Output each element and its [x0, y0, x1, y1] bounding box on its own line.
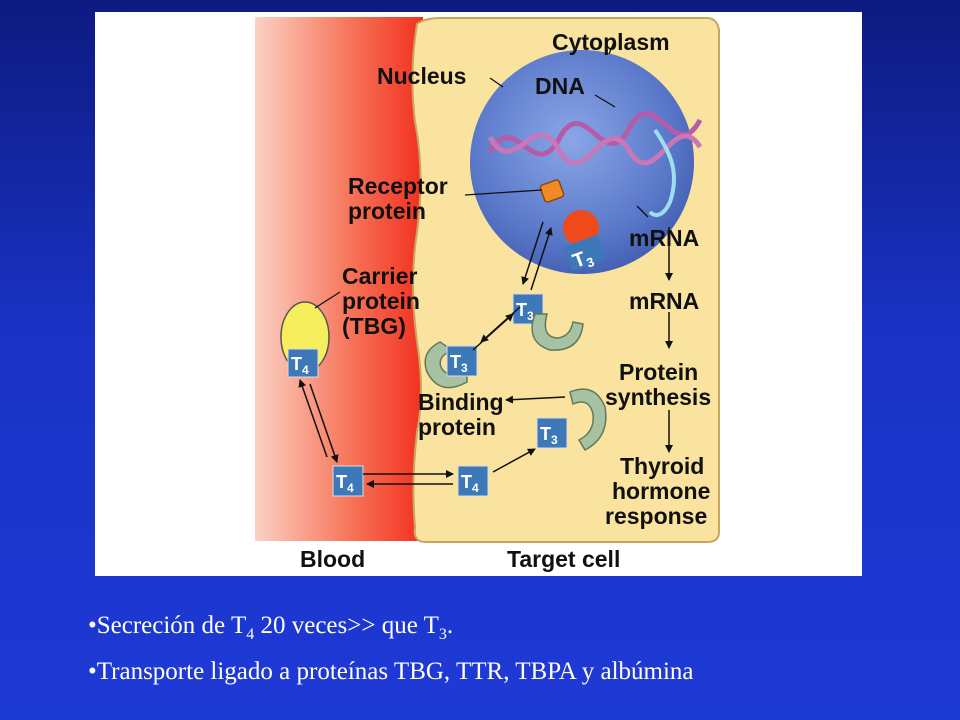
- svg-text:T3: T3: [516, 300, 534, 323]
- blood-region: [255, 17, 423, 541]
- bullet-secretion: •Secreción de T4 20 veces>> que T3.: [88, 612, 454, 643]
- label-mrna-nucleus: mRNA: [629, 225, 699, 251]
- bullet-list: •Secreción de T4 20 veces>> que T3. •Tra…: [88, 612, 928, 700]
- label-target-cell: Target cell: [507, 546, 620, 572]
- binding-protein-lower: [569, 388, 607, 451]
- svg-text:T3: T3: [540, 424, 558, 447]
- label-cytoplasm: Cytoplasm: [552, 29, 670, 55]
- label-blood: Blood: [300, 546, 365, 572]
- t4-carrier-box: [287, 348, 319, 378]
- t3-binding-left-box: [446, 345, 478, 377]
- t3-nucleus-box: T3: [563, 234, 607, 273]
- receptor-protein: [539, 179, 565, 203]
- arrows: [298, 221, 673, 488]
- t3-bound-orange: [563, 210, 599, 246]
- t4-blood-box: [332, 465, 364, 497]
- binding-protein-empty: [531, 313, 584, 351]
- label-mrna-cytoplasm: mRNA: [629, 288, 699, 314]
- thyroid-hormone-diagram: T3 T4 T4 T4 T3 T3 T3: [95, 12, 862, 576]
- t3-binding-lower-box: [536, 417, 568, 449]
- svg-text:T4: T4: [461, 472, 479, 495]
- bullet-transport: •Transporte ligado a proteínas TBG, TTR,…: [88, 658, 694, 685]
- svg-text:T4: T4: [336, 472, 354, 495]
- label-dna: DNA: [535, 73, 585, 99]
- label-nucleus: Nucleus: [377, 63, 466, 89]
- svg-text:T3: T3: [450, 352, 468, 375]
- leader-lines: [314, 41, 649, 309]
- dna-helix: [487, 110, 703, 217]
- svg-text:T4: T4: [291, 354, 309, 377]
- t4-cell-box: [457, 465, 489, 497]
